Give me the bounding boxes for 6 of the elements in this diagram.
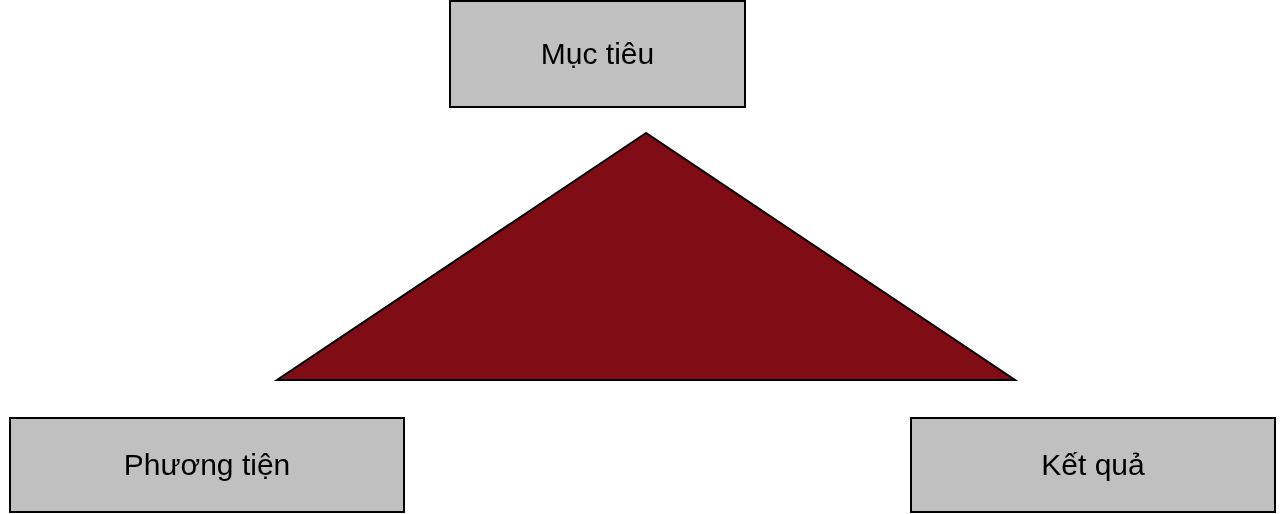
label-box [449,0,746,108]
label-box [9,417,405,513]
box-label: Mục tiêu [540,37,655,71]
box-label: Kết quả [1041,448,1145,482]
box-label: Phương tiện [123,448,291,482]
label-box [910,417,1276,513]
